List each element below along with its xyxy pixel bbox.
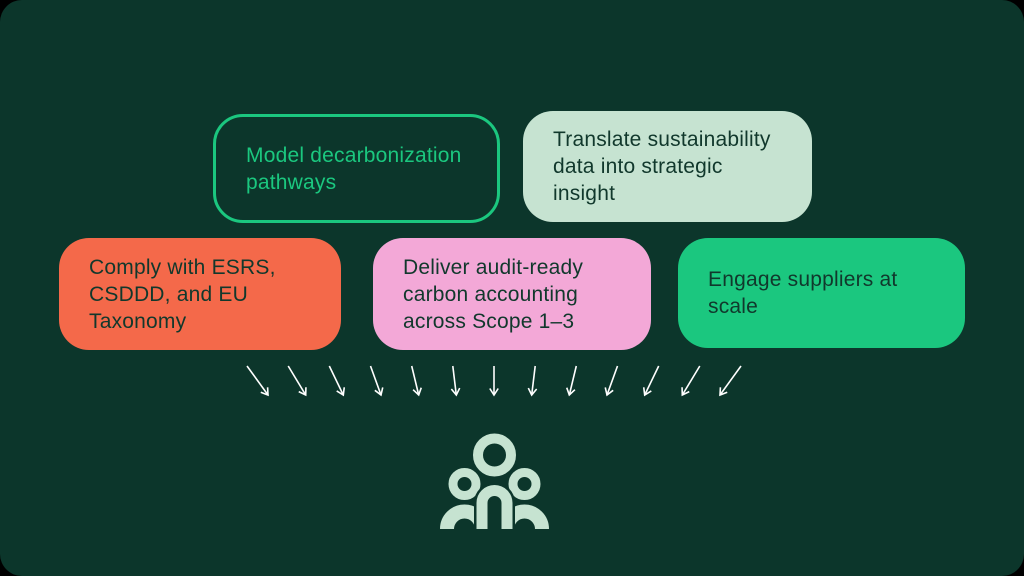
card-text-line: Comply with ESRS,	[89, 255, 276, 279]
card-text-line: Model decarbonization	[246, 143, 462, 167]
down-arrow	[410, 365, 423, 397]
card-comply-esrs-csddd-eu-taxonomy: Comply with ESRS, CSDDD, and EU Taxonomy	[59, 238, 341, 350]
card-text-line: Translate sustainability	[553, 128, 771, 151]
card-text-line: Deliver audit-ready	[403, 255, 584, 279]
card-text-line: pathways	[246, 170, 337, 194]
person-head	[448, 468, 481, 500]
down-arrow	[604, 365, 619, 397]
person-head	[473, 433, 516, 477]
card-deliver-audit-ready-carbon-accounting: Deliver audit-ready carbon accounting ac…	[373, 238, 651, 350]
down-arrow	[450, 365, 461, 397]
card-text-line: carbon accounting	[403, 282, 579, 306]
down-arrow	[527, 365, 538, 397]
down-arrow	[287, 365, 307, 397]
card-text-line: Taxonomy	[89, 309, 187, 333]
person-body	[476, 485, 513, 529]
card-engage-suppliers-at-scale: Engage suppliers at scale	[678, 238, 965, 348]
down-arrow	[719, 365, 742, 397]
card-text-line: CSDDD, and EU	[89, 282, 248, 306]
down-arrow	[328, 365, 346, 397]
down-arrow	[565, 365, 578, 397]
card-text-line: across Scope 1–3	[403, 309, 575, 333]
card-text-line: data into strategic	[553, 155, 723, 178]
down-arrow	[681, 365, 701, 397]
card-text-line: scale	[708, 295, 759, 318]
people-group-icon	[440, 433, 549, 530]
card-text-line: insight	[553, 182, 616, 205]
down-arrow	[642, 365, 660, 397]
down-arrow	[369, 365, 384, 397]
card-translate-sustainability-data: Translate sustainability data into strat…	[523, 111, 812, 222]
card-text-line: Engage suppliers at	[708, 268, 898, 291]
down-arrow	[246, 365, 269, 397]
person-head	[508, 468, 541, 500]
card-model-decarbonization-pathways: Model decarbonization pathways	[213, 114, 500, 223]
